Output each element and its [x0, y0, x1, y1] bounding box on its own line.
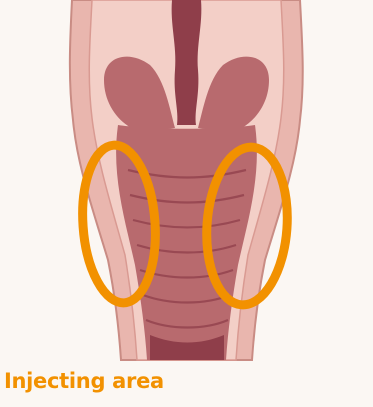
caption-injecting-area: Injecting area: [4, 366, 164, 396]
